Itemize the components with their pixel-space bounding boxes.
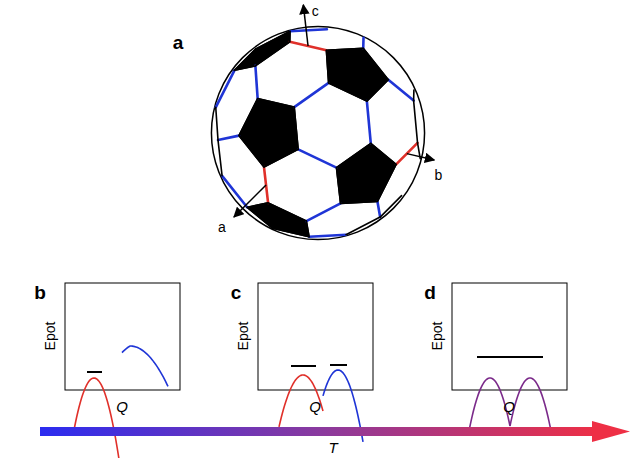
pentagon-face (247, 203, 309, 237)
single-bond (264, 149, 298, 167)
single-bond (336, 168, 340, 204)
single-bond (234, 66, 255, 70)
plot-frame (258, 283, 373, 390)
double-bond (396, 143, 417, 164)
double-bond (218, 136, 239, 140)
molecule-axes (234, 5, 434, 217)
single-bond (306, 221, 309, 237)
double-bond (377, 201, 380, 217)
temperature-label: T (328, 440, 337, 455)
single-bond (326, 50, 328, 83)
energy-level (87, 371, 102, 373)
double-bond (222, 176, 247, 207)
double-bond (388, 80, 413, 101)
axis-label: b (434, 168, 442, 182)
coordinate-axis-label: Q (116, 399, 128, 414)
single-bond (294, 107, 298, 149)
double-bond (306, 203, 340, 221)
energy-axis-label: Epot (43, 322, 57, 351)
pentagon-face (336, 143, 396, 203)
panel-label: c (231, 283, 242, 302)
single-bond (268, 203, 306, 221)
energy-level (291, 365, 316, 367)
molecule-outline (211, 26, 424, 239)
double-bond (255, 66, 257, 99)
double-bond (309, 235, 346, 237)
coordinate-axis-label: Q (503, 399, 515, 414)
single-bond (329, 83, 367, 101)
potential-curve (510, 378, 551, 431)
potential-curve (73, 378, 122, 458)
pentagon-face (234, 31, 290, 70)
plot-frame (65, 283, 180, 390)
pentagon-face (239, 99, 298, 167)
temperature-bar (40, 427, 600, 436)
single-bond (247, 207, 272, 228)
axis-arrow (407, 154, 434, 160)
panel-label: b (34, 283, 46, 302)
single-bond (377, 164, 396, 201)
single-bond (239, 136, 264, 167)
axis-label: a (218, 220, 226, 234)
single-bond (336, 143, 370, 167)
single-bond (218, 140, 222, 176)
single-bond (247, 203, 268, 207)
energy-axis-label: Epot (430, 322, 444, 351)
single-bond (239, 99, 258, 136)
double-bond (298, 149, 336, 167)
single-bond (341, 201, 378, 203)
axis-arrow (303, 5, 308, 46)
panel-label: a (173, 33, 184, 52)
double-bond (264, 167, 268, 203)
double-bond (294, 83, 328, 107)
single-bond (371, 143, 396, 164)
single-bond (272, 228, 309, 237)
potential-curve (122, 346, 168, 386)
double-bond (367, 101, 371, 143)
single-bond (380, 196, 401, 217)
axis-label: c (312, 4, 319, 18)
single-bond (413, 90, 415, 100)
single-bond (363, 48, 388, 79)
single-bond (258, 99, 295, 108)
potential-curve (279, 375, 323, 427)
single-bond (255, 42, 289, 66)
energy-level (477, 356, 543, 358)
single-bond (414, 101, 418, 143)
single-bond (289, 31, 291, 41)
double-bond (216, 70, 235, 107)
single-bond (216, 107, 218, 140)
axis-arrow (234, 185, 266, 217)
fullerene-molecule (211, 26, 424, 239)
single-bond (367, 80, 388, 101)
plot-frame (452, 283, 567, 390)
energy-level (330, 364, 347, 366)
temperature-arrowhead (592, 421, 630, 442)
panel-label: d (424, 283, 436, 302)
coordinate-axis-label: Q (309, 399, 321, 414)
single-bond (346, 217, 380, 235)
single-bond (234, 49, 255, 70)
double-bond (362, 38, 365, 48)
single-bond (326, 48, 363, 50)
double-bond (290, 29, 327, 31)
pentagon-face (326, 48, 388, 101)
single-bond (256, 31, 290, 49)
energy-axis-label: Epot (236, 322, 250, 351)
